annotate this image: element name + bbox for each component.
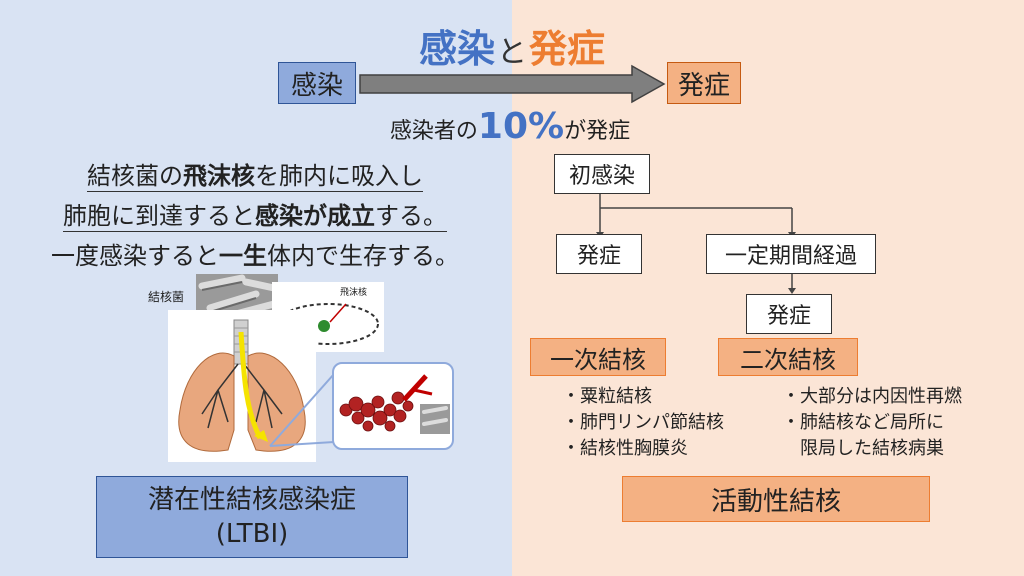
ltbi-abbreviation: (LTBI) bbox=[215, 519, 289, 549]
explanation-line-1: 結核菌の飛沫核を肺内に吸入し bbox=[30, 156, 480, 192]
exp3-a: 一度感染すると bbox=[51, 242, 219, 270]
ltbi-box: 潜在性結核感染症 (LTBI) bbox=[96, 476, 408, 558]
onset-rate: 感染者の10%が発症 bbox=[300, 106, 720, 147]
rate-suffix: が発症 bbox=[564, 119, 631, 144]
page-title: 感染と発症 bbox=[0, 18, 1024, 73]
title-and: と bbox=[497, 35, 527, 70]
exp1-a: 結核菌の bbox=[87, 162, 183, 190]
elapsed-period-box: 一定期間経過 bbox=[706, 234, 876, 274]
secondary-tb-box: 二次結核 bbox=[718, 338, 858, 376]
primary-tb-box: 一次結核 bbox=[530, 338, 666, 376]
infection-to-onset-arrow bbox=[359, 64, 666, 104]
primary-infection-box: 初感染 bbox=[554, 154, 650, 194]
explanation-line-3: 一度感染すると一生体内で生存する。 bbox=[30, 236, 480, 271]
onset-box: 発症 bbox=[667, 62, 741, 104]
onset-right-box: 発症 bbox=[746, 294, 832, 334]
rate-prefix: 感染者の bbox=[389, 119, 478, 144]
exp3-c: 体内で生存する。 bbox=[267, 242, 459, 270]
exp2-b: 感染が成立 bbox=[255, 202, 375, 230]
onset-left-box: 発症 bbox=[556, 234, 642, 274]
list-item: ・肺結核など局所に bbox=[782, 412, 944, 433]
list-item: ・大部分は内因性再燃 bbox=[782, 386, 962, 407]
explanation-line-2: 肺胞に到達すると感染が成立する。 bbox=[30, 196, 480, 232]
title-onset: 発症 bbox=[529, 27, 606, 71]
exp1-b: 飛沫核 bbox=[183, 162, 255, 190]
exp1-c: を肺内に吸入し bbox=[255, 162, 423, 190]
exp2-a: 肺胞に到達すると bbox=[63, 202, 255, 230]
title-infection: 感染 bbox=[418, 27, 495, 71]
ltbi-title: 潜在性結核感染症 bbox=[147, 485, 356, 515]
list-item: ・結核性胸膜炎 bbox=[562, 438, 688, 459]
primary-tb-list: ・粟粒結核 ・肺門リンパ節結核 ・結核性胸膜炎 bbox=[562, 384, 724, 462]
exp3-b: 一生 bbox=[219, 242, 267, 270]
list-item: ・肺門リンパ節結核 bbox=[562, 412, 724, 433]
list-item: 限局した結核病巣 bbox=[782, 438, 944, 459]
exp2-c: する。 bbox=[375, 202, 447, 230]
lungs-illustration-icon bbox=[178, 319, 306, 452]
list-item: ・粟粒結核 bbox=[562, 386, 652, 407]
rate-value: 10 bbox=[477, 106, 529, 147]
droplet-nucleus-label: 飛沫核 bbox=[340, 288, 368, 298]
active-tb-box: 活動性結核 bbox=[622, 476, 930, 522]
alveoli-callout-lines bbox=[269, 373, 335, 447]
alveoli-illustration-icon bbox=[339, 374, 450, 434]
branch-connector-2 bbox=[788, 274, 796, 294]
secondary-tb-list: ・大部分は内因性再燃 ・肺結核など局所に 限局した結核病巣 bbox=[782, 384, 962, 462]
bacteria-label: 結核菌 bbox=[148, 290, 185, 304]
rate-unit: % bbox=[528, 106, 565, 147]
infection-box: 感染 bbox=[278, 62, 356, 104]
